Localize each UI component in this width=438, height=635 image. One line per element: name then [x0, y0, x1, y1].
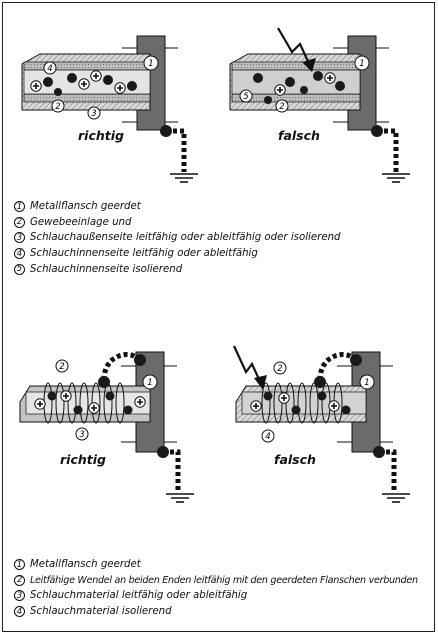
svg-text:2: 2 — [55, 102, 60, 112]
callouts: 4 1 2 3 1 5 2 2 — [43, 55, 375, 443]
plus-charge-icon — [277, 391, 291, 405]
plus-charge-icon — [323, 72, 337, 84]
ground-wire — [379, 449, 397, 492]
callout-tl-1: 1 — [143, 55, 159, 71]
ground-contact — [373, 446, 385, 458]
svg-text:1: 1 — [364, 378, 369, 388]
plus-charge-icon — [29, 80, 43, 92]
plus-charge-icon — [78, 78, 90, 90]
plus-charge-icon — [88, 401, 100, 415]
callout-tl-4: 4 — [43, 61, 57, 75]
charge-balls — [47, 391, 133, 415]
plus-charge-icon — [327, 399, 341, 413]
caption-bottom-right: falsch — [274, 452, 316, 467]
callout-bl-3: 3 — [75, 427, 89, 441]
callout-tr-2: 2 — [275, 99, 289, 113]
ground-wire — [166, 128, 187, 172]
callout-br-4: 4 — [261, 429, 275, 443]
callout-tl-2: 2 — [51, 99, 65, 113]
bond-wire — [101, 352, 141, 381]
callout-tl-3: 3 — [87, 106, 101, 120]
callout-tr-1: 1 — [354, 55, 370, 71]
svg-text:3: 3 — [79, 430, 84, 440]
diagram-bottom-right — [233, 345, 411, 503]
svg-text:2: 2 — [277, 364, 282, 374]
svg-text:4: 4 — [265, 432, 270, 442]
plus-charge-icon — [90, 70, 102, 82]
svg-text:1: 1 — [147, 378, 152, 388]
charge-balls — [253, 71, 345, 104]
plus-charge-icon — [59, 389, 72, 403]
callout-bl-2: 2 — [55, 359, 69, 373]
ground-icon — [165, 493, 195, 503]
svg-text:2: 2 — [59, 362, 64, 372]
svg-text:1: 1 — [148, 59, 153, 69]
plus-charge-icon — [33, 397, 47, 411]
ground-wire — [163, 449, 181, 492]
caption-top-right: falsch — [278, 128, 320, 143]
svg-text:1: 1 — [359, 59, 364, 69]
caption-top-left: richtig — [78, 128, 124, 143]
svg-text:4: 4 — [47, 64, 52, 74]
ground-icon — [381, 493, 411, 503]
lightning-icon — [233, 345, 264, 387]
callout-bl-1: 1 — [142, 374, 158, 390]
ground-wire — [377, 128, 399, 172]
diagram-bottom-left — [19, 351, 195, 503]
ground-icon — [381, 173, 411, 183]
plus-charge-icon — [273, 84, 287, 96]
callout-br-2: 2 — [273, 361, 287, 375]
plus-charge-icon — [250, 399, 263, 413]
ground-icon — [169, 173, 199, 183]
charge-balls — [43, 73, 137, 96]
charge-balls — [263, 391, 351, 415]
svg-text:2: 2 — [279, 102, 284, 112]
bond-wire — [317, 352, 357, 381]
ground-contact — [157, 446, 169, 458]
svg-text:5: 5 — [243, 92, 248, 102]
lightning-icon — [277, 27, 313, 71]
caption-bottom-left: richtig — [60, 452, 106, 467]
callout-tr-5: 5 — [239, 89, 253, 103]
diagram-top-left — [21, 35, 199, 183]
diagram-top-right — [229, 27, 411, 183]
ground-contact — [160, 125, 172, 137]
plus-charge-icon — [134, 395, 146, 409]
fabric-layer — [23, 61, 151, 71]
callout-br-1: 1 — [359, 374, 375, 390]
svg-text:3: 3 — [91, 109, 96, 119]
plus-charge-icon — [114, 82, 126, 94]
ground-contact — [371, 125, 383, 137]
